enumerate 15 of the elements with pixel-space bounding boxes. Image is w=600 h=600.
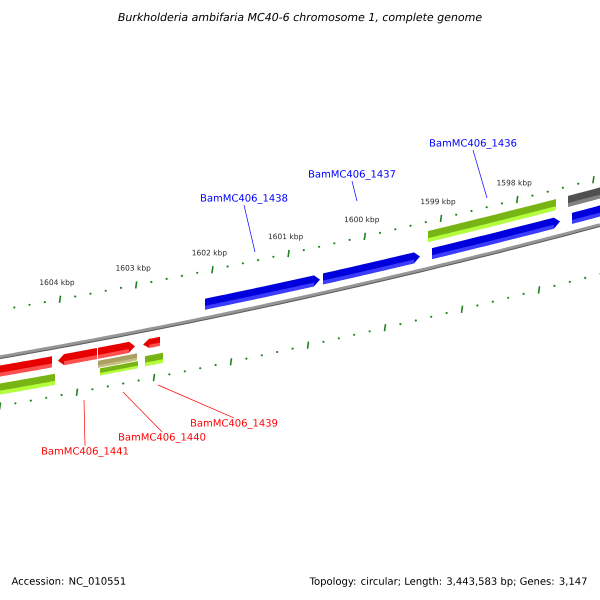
- gene-label: BamMC406_1440: [119, 433, 206, 443]
- gene-label: BamMC406_1438: [201, 194, 288, 204]
- gene-label: BamMC406_1439: [191, 419, 278, 429]
- accession-text: Accession: NC_010551: [12, 577, 126, 587]
- title: Burkholderia ambifaria MC40-6 chromosome 1, complete genome: [118, 12, 482, 24]
- gene-label: BamMC406_1436: [430, 139, 516, 149]
- genome-info-text: Topology: circular; Length: 3,443,583 bp; Genes: 3,147: [310, 577, 587, 587]
- gene-label: BamMC406_1437: [309, 170, 396, 180]
- leader-line: [244, 204, 256, 252]
- leader-line: [472, 150, 488, 198]
- leader-line: [352, 180, 358, 202]
- leader-line: [158, 384, 234, 418]
- leader-line: [84, 400, 86, 446]
- leader-line: [122, 392, 162, 432]
- gene-label: BamMC406_1441: [42, 447, 128, 457]
